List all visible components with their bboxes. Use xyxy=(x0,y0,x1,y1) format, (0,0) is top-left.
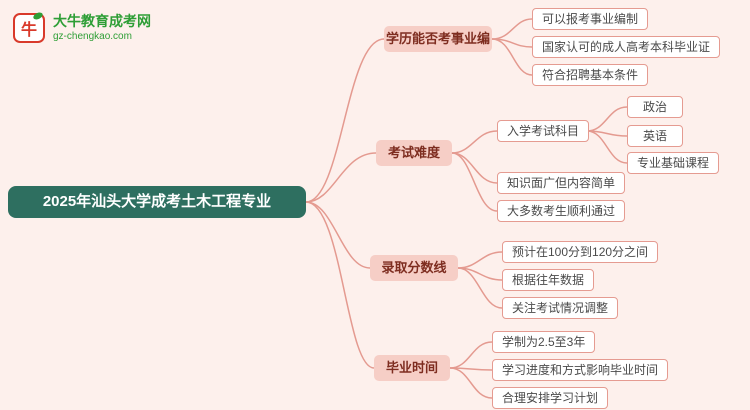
leaf-node: 大多数考生顺利通过 xyxy=(497,200,626,222)
leaf-node: 预计在100分到120分之间 xyxy=(502,241,659,263)
branch-node-eligibility: 学历能否考事业编 xyxy=(384,26,492,52)
leaf-node: 关注考试情况调整 xyxy=(502,297,619,319)
brand-domain: gz-chengkao.com xyxy=(53,30,132,42)
leaf-node: 英语 xyxy=(627,125,683,147)
leaf-node: 可以报考事业编制 xyxy=(532,8,649,30)
logo-text: 大牛教育成考网 gz-chengkao.com xyxy=(53,12,151,43)
svg-text:牛: 牛 xyxy=(21,20,37,39)
site-logo: 牛 大牛教育成考网 gz-chengkao.com xyxy=(12,10,151,44)
leaf-node: 符合招聘基本条件 xyxy=(532,64,649,86)
leaf-node-exam-subjects: 入学考试科目 xyxy=(497,120,590,142)
branch-node-admission-score: 录取分数线 xyxy=(370,255,458,281)
bull-logo-icon: 牛 xyxy=(13,12,45,43)
leaf-node: 专业基础课程 xyxy=(627,152,720,174)
leaf-node: 学制为2.5至3年 xyxy=(492,331,596,353)
brand-name: 大牛教育成考网 xyxy=(53,12,151,29)
root-topic-node: 2025年汕头大学成考土木工程专业 xyxy=(8,186,306,218)
leaf-node: 国家认可的成人高考本科毕业证 xyxy=(532,36,721,58)
leaf-node: 学习进度和方式影响毕业时间 xyxy=(492,359,669,381)
branch-node-exam-difficulty: 考试难度 xyxy=(376,140,452,166)
leaf-node: 合理安排学习计划 xyxy=(492,387,609,409)
leaf-node: 根据往年数据 xyxy=(502,269,595,291)
leaf-node: 知识面广但内容简单 xyxy=(497,172,626,194)
branch-node-graduation-time: 毕业时间 xyxy=(374,355,450,381)
leaf-node: 政治 xyxy=(627,96,683,118)
